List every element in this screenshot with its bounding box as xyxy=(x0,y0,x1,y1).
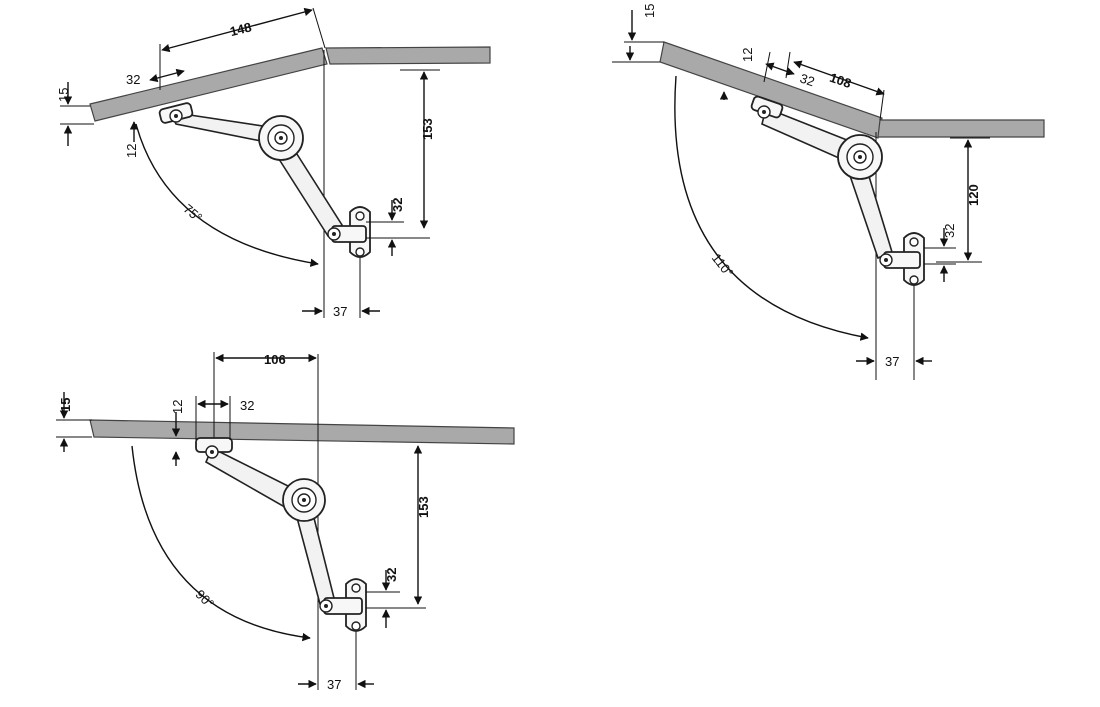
screw-hole xyxy=(355,247,365,257)
dim-line-108 xyxy=(793,60,885,96)
dim-153: 153 xyxy=(420,118,435,140)
diagram-75-degrees: 148 32 15 12 153 32 37 75° xyxy=(56,7,491,319)
dim-line-148 xyxy=(161,7,313,53)
extension-line xyxy=(312,7,326,49)
dim-106: 106 xyxy=(264,352,286,367)
angle-110: 110° xyxy=(709,250,737,280)
dim-120: 120 xyxy=(966,184,981,206)
diagram-90-degrees: 106 12 32 15 153 32 37 90° xyxy=(56,352,515,692)
fixed-top-board xyxy=(325,46,491,65)
screw-hole xyxy=(351,621,361,631)
fixed-top-board xyxy=(877,119,1045,138)
dim-32: 32 xyxy=(240,398,254,413)
dim-32: 32 xyxy=(126,72,140,87)
screw-hole xyxy=(909,237,919,247)
dim-37: 37 xyxy=(885,354,899,369)
dim-12: 12 xyxy=(124,144,139,158)
screw-hole xyxy=(351,583,361,593)
arc-75 xyxy=(135,123,319,267)
arc-110 xyxy=(674,75,869,341)
dim-108: 108 xyxy=(828,70,853,91)
dim-15: 15 xyxy=(642,4,657,18)
arc-90 xyxy=(131,445,311,642)
stay-lower-arm xyxy=(295,509,335,606)
diagram-110-degrees: 15 12 32 108 120 32 37 110° xyxy=(612,4,1045,380)
dim-32-vertical: 32 xyxy=(942,224,957,238)
dim-12: 12 xyxy=(740,48,755,62)
dim-15: 15 xyxy=(56,88,71,102)
dim-153: 153 xyxy=(416,496,431,518)
angle-75: 75° xyxy=(181,201,206,225)
dim-32-vertical: 32 xyxy=(390,198,405,212)
dim-32-vertical: 32 xyxy=(384,568,399,582)
dim-32: 32 xyxy=(798,70,817,89)
dim-line-32 xyxy=(765,62,795,76)
dim-line-32 xyxy=(149,68,185,83)
dim-15: 15 xyxy=(58,398,73,412)
dim-37: 37 xyxy=(333,304,347,319)
screw-hole xyxy=(909,275,919,285)
stay-upper-arm xyxy=(204,446,293,512)
lid-board xyxy=(89,419,515,445)
dim-12: 12 xyxy=(170,400,185,414)
screw-hole xyxy=(355,211,365,221)
dim-148: 148 xyxy=(228,19,253,39)
tilted-lid-board xyxy=(89,47,328,122)
dim-37: 37 xyxy=(327,677,341,692)
